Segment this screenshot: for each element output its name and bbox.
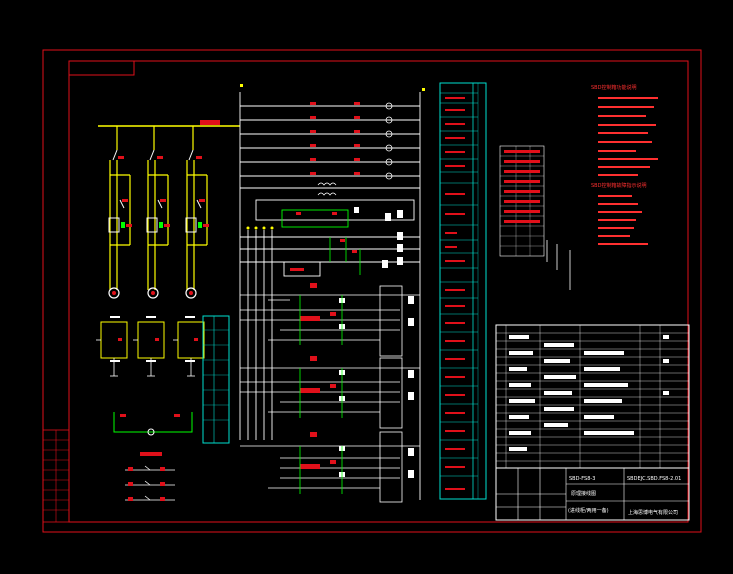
function-table [439,82,487,500]
main-power-circuit [98,120,240,299]
parts-list [495,324,690,469]
drawing-number-left: SBD-FS8-3 [569,476,595,482]
coil-icon [108,217,197,233]
control-unit-3 [240,431,420,503]
loop-circuit [113,412,193,436]
control-unit-1 [240,283,420,357]
notes-heading-1: SBD控制箱功能说明 [591,84,636,91]
revision-strip [43,430,69,522]
control-circuit [239,84,425,500]
drawing-number-right: SBDEJC.SBD.FS8-2.01 [627,476,681,482]
contact-icon [125,465,175,501]
control-unit-2 [240,356,420,429]
lamp-icon [385,102,393,180]
drawing-name: 原理接线图 [571,490,596,497]
title-block: SBD-FS8-3 SBDEJC.SBD.FS8-2.01 原理接线图 (进线柜… [495,467,690,521]
motor-icon [108,287,197,299]
io-matrix-table [499,145,571,290]
drawing-variant: (进线柜/两用一备) [568,507,609,514]
terminal-strip-left [202,315,230,444]
drawing-frame [42,49,702,533]
notes-heading-2: SBD控制箱故障指示说明 [591,182,646,189]
company-name: 上海思博电气有限公司 [628,509,678,516]
level-sensor-blocks [96,316,205,377]
notes-panel: SBD控制箱功能说明 SBD控制箱故障指示说明 [591,84,658,245]
coil-icon [317,182,337,196]
